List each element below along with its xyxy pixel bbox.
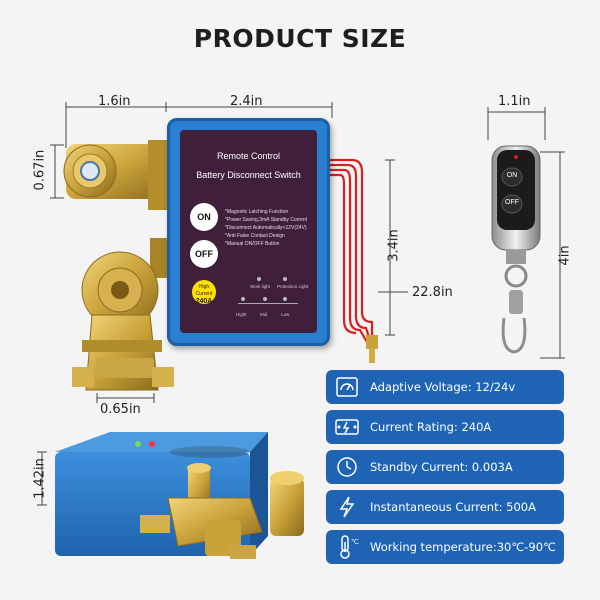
level-label: Low [281, 312, 290, 317]
device-feature: *Power Saving,3mA Standby Current [225, 217, 307, 223]
feature-standby-current: Standby Current: 0.003A [326, 450, 564, 484]
device-title-line2: Battery Disconnect Switch [196, 170, 301, 180]
device-feature: *Disconnect Automatically<12V(24V) [225, 225, 307, 231]
svg-text:℃: ℃ [351, 538, 359, 546]
remote-keyfob [491, 145, 541, 354]
device-feature: *Magnetic Latching Function [225, 209, 289, 215]
protection-light-indicator [283, 277, 287, 281]
current-rating-sticker: High Current 240A [192, 280, 216, 305]
device-width-label: 2.4in [230, 94, 263, 109]
device-height-label: 3.4in [386, 229, 402, 262]
sticker-caption: High Current [195, 284, 213, 297]
feature-working-temperature: ℃ Working temperature:30℃-90℃ [326, 530, 564, 564]
device-on-button[interactable]: ON [190, 203, 218, 231]
feature-adaptive-voltage: Adaptive Voltage: 12/24v [326, 370, 564, 404]
level-indicator [241, 297, 245, 301]
cable-length-label: 22.8in [412, 285, 453, 300]
device-off-button[interactable]: OFF [190, 240, 218, 268]
feature-current-rating: Current Rating: 240A [326, 410, 564, 444]
level-indicator [263, 297, 267, 301]
feature-label: Current Rating: 240A [370, 420, 492, 434]
feature-label: Working temperature:30℃-90℃ [370, 540, 556, 554]
device-depth-label: 1.42in [32, 458, 48, 499]
terminal-height-label: 0.67in [32, 149, 48, 191]
level-label: Hight [236, 312, 247, 317]
work-light-indicator [257, 277, 261, 281]
feature-label: Standby Current: 0.003A [370, 460, 513, 474]
top-terminal [63, 140, 168, 210]
work-light-label: Work light [250, 284, 270, 289]
lightning-icon [332, 493, 362, 521]
clock-icon [332, 453, 362, 481]
thermometer-icon: ℃ [332, 533, 362, 561]
level-label: Mid [260, 312, 268, 317]
sticker-value: 240A [195, 298, 213, 305]
terminal-width-label: 1.6in [98, 94, 131, 109]
bottom-terminal [72, 238, 174, 391]
device-3d-view [55, 432, 304, 559]
remote-on-button[interactable]: ON [506, 172, 518, 179]
remote-width-label: 1.1in [498, 94, 531, 109]
device-feature-list: *Magnetic Latching Function *Power Savin… [225, 208, 315, 248]
level-indicator [283, 297, 287, 301]
page-title: PRODUCT SIZE [193, 24, 407, 53]
feature-label: Adaptive Voltage: 12/24v [370, 380, 516, 394]
voltage-meter-icon [332, 373, 362, 401]
protection-light-label: Protection Light [277, 284, 309, 289]
feature-label: Instantaneous Current: 500A [370, 500, 536, 514]
bolt-width-label: 0.65in [100, 402, 141, 417]
remote-height-label: 4in [557, 245, 573, 266]
current-rating-icon [332, 413, 362, 441]
feature-instantaneous-current: Instantaneous Current: 500A [326, 490, 564, 524]
remote-off-button[interactable]: OFF [505, 199, 519, 206]
red-cable [328, 158, 374, 345]
device-feature: *Manual ON/OFF Button [225, 241, 280, 247]
device-feature: *Anti False Contact Design [225, 233, 285, 239]
level-scale-line [238, 303, 298, 304]
device-title-line1: Remote Control [216, 151, 281, 161]
